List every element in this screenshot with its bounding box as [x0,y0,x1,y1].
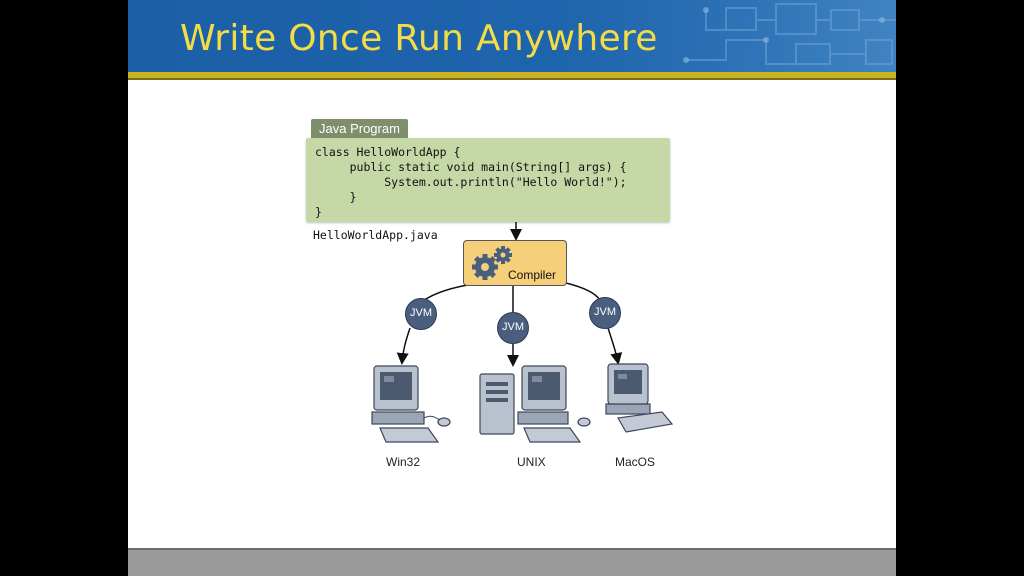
jvm-badge-macos: JVM [589,297,621,329]
compiler-label: Compiler [508,268,557,282]
java-code-box: class HelloWorldApp { public static void… [306,138,670,222]
jvm-badge-win32: JVM [405,298,437,330]
os-label-win32: Win32 [386,455,421,469]
gears-icon [472,246,512,280]
code-line: } [315,205,322,219]
source-filename: HelloWorldApp.java [313,228,438,242]
jvm-to-macos-arrow [607,327,623,365]
code-line: class HelloWorldApp { [315,145,461,159]
os-label-unix: UNIX [517,455,546,469]
connector-layer [396,222,623,367]
os-label-macos: MacOS [615,455,656,469]
slide-header: Write Once Run Anywhere [128,0,896,72]
compiler-to-macos-connector [565,282,601,301]
slide-footer-band [128,548,896,576]
slide-title: Write Once Run Anywhere [180,18,658,59]
java-compilation-diagram: Java Program class HelloWorldApp { publi… [128,0,896,576]
jvm-badge-unix: JVM [497,312,529,344]
slide: Write Once Run Anywhere Java Program cla… [128,0,896,576]
circuit-pattern-decoration [683,3,896,65]
code-line: public static void main(String[] args) { [315,160,627,174]
jvm-to-win32-arrow [396,327,411,365]
code-line: } [315,190,357,204]
header-rule [128,72,896,80]
desktop-computer-icon [371,365,451,443]
java-program-tab: Java Program [311,119,408,138]
compiler-box: Compiler [463,240,567,286]
tower-workstation-icon [479,365,591,443]
code-line: System.out.println("Hello World!"); [315,175,627,189]
desktop-computer-icon [605,363,674,433]
